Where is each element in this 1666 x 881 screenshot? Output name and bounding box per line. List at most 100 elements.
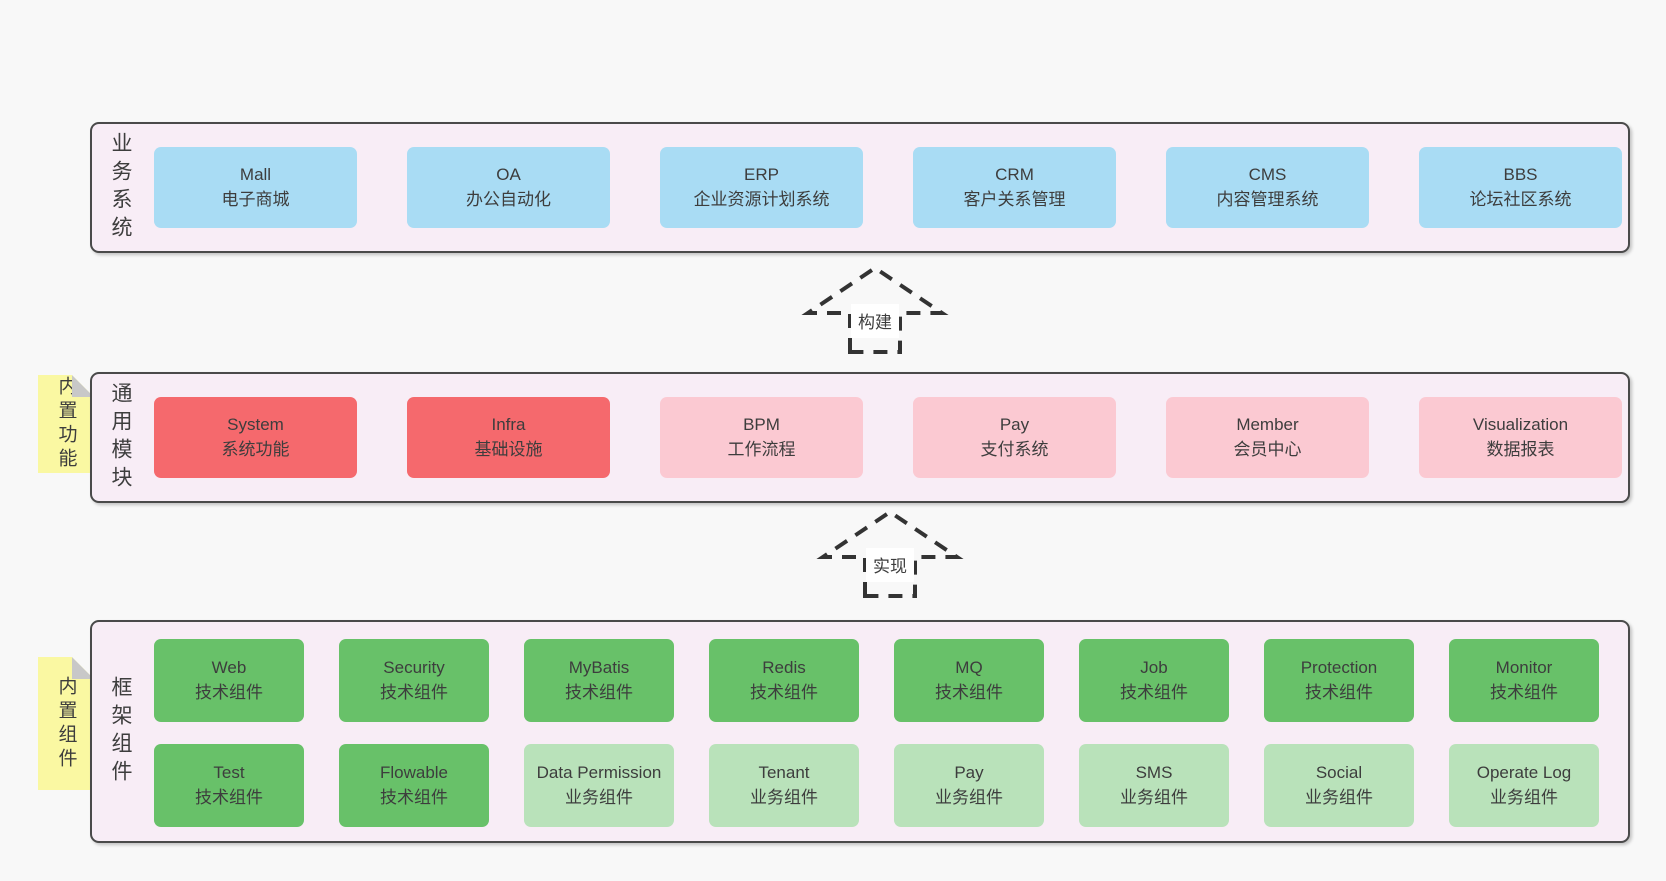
layer-framework-components-label: 框架组件 (109, 675, 132, 788)
node-subtitle: 办公自动化 (466, 189, 551, 209)
node-mall: Mall 电子商城 (154, 147, 357, 228)
layer-business-systems: 业务系统 Mall 电子商城 OA 办公自动化 ERP 企业资源计划系统 CRM… (90, 122, 1630, 253)
node-system: System 系统功能 (154, 397, 357, 478)
node-title: Pay (954, 762, 984, 782)
node-operate-log: Operate Log 业务组件 (1449, 744, 1599, 827)
node-title: Protection (1300, 657, 1378, 677)
framework-components-grid: Web 技术组件 Security 技术组件 MyBatis 技术组件 Redi… (154, 639, 1599, 827)
node-subtitle: 技术组件 (195, 682, 263, 702)
node-test: Test 技术组件 (154, 744, 304, 827)
node-subtitle: 技术组件 (380, 787, 448, 807)
node-title: Visualization (1472, 414, 1569, 434)
node-title: MQ (955, 657, 983, 677)
node-job: Job 技术组件 (1079, 639, 1229, 722)
node-title: OA (496, 164, 521, 184)
node-subtitle: 支付系统 (980, 439, 1049, 459)
node-subtitle: 企业资源计划系统 (693, 189, 830, 209)
sticky-note-built-in-components: 内置组件 (38, 657, 94, 790)
node-subtitle: 技术组件 (1305, 682, 1373, 702)
node-social: Social 业务组件 (1264, 744, 1414, 827)
node-title: Data Permission (536, 762, 662, 782)
dashed-up-arrow-icon: 构建 (801, 265, 949, 354)
node-tenant: Tenant 业务组件 (709, 744, 859, 827)
node-title: Operate Log (1476, 762, 1572, 782)
node-title: CRM (995, 164, 1034, 184)
layer-common-modules-label: 通用模块 (109, 381, 132, 494)
node-subtitle: 业务组件 (1305, 787, 1373, 807)
node-sms: SMS 业务组件 (1079, 744, 1229, 827)
node-subtitle: 业务组件 (750, 787, 818, 807)
node-subtitle: 系统功能 (221, 439, 290, 459)
node-pay-component: Pay 业务组件 (894, 744, 1044, 827)
sticky-note-built-in-functions: 内置功能 (38, 375, 94, 473)
node-title: ERP (744, 164, 779, 184)
node-bbs: BBS 论坛社区系统 (1419, 147, 1622, 228)
node-subtitle: 内容管理系统 (1216, 189, 1319, 209)
node-mq: MQ 技术组件 (894, 639, 1044, 722)
node-title: Monitor (1495, 657, 1553, 677)
sticky-note-text: 内置功能 (55, 376, 77, 472)
node-title: BBS (1503, 164, 1538, 184)
node-title: System (227, 414, 284, 434)
node-crm: CRM 客户关系管理 (913, 147, 1116, 228)
node-subtitle: 技术组件 (1120, 682, 1188, 702)
node-mybatis: MyBatis 技术组件 (524, 639, 674, 722)
node-subtitle: 客户关系管理 (963, 189, 1066, 209)
node-subtitle: 技术组件 (380, 682, 448, 702)
node-bpm: BPM 工作流程 (660, 397, 863, 478)
node-subtitle: 论坛社区系统 (1469, 189, 1572, 209)
node-subtitle: 会员中心 (1233, 439, 1302, 459)
node-protection: Protection 技术组件 (1264, 639, 1414, 722)
node-subtitle: 业务组件 (565, 787, 633, 807)
sticky-note-text: 内置组件 (55, 675, 77, 772)
node-infra: Infra 基础设施 (407, 397, 610, 478)
node-title: Social (1315, 762, 1363, 782)
node-subtitle: 业务组件 (1120, 787, 1188, 807)
node-title: Test (213, 762, 245, 782)
build-arrow-label: 构建 (858, 313, 892, 332)
node-subtitle: 基础设施 (474, 439, 543, 459)
node-oa: OA 办公自动化 (407, 147, 610, 228)
business-systems-row: Mall 电子商城 OA 办公自动化 ERP 企业资源计划系统 CRM 客户关系… (154, 124, 1622, 251)
node-title: MyBatis (568, 657, 630, 677)
implement-arrow: 实现 (815, 506, 965, 598)
node-visualization: Visualization 数据报表 (1419, 397, 1622, 478)
node-title: Web (211, 657, 247, 677)
layer-common-modules: 通用模块 System 系统功能 Infra 基础设施 BPM 工作流程 Pay… (90, 372, 1630, 503)
build-arrow: 构建 (800, 262, 950, 354)
node-title: CMS (1248, 164, 1287, 184)
node-monitor: Monitor 技术组件 (1449, 639, 1599, 722)
node-redis: Redis 技术组件 (709, 639, 859, 722)
node-flowable: Flowable 技术组件 (339, 744, 489, 827)
node-security: Security 技术组件 (339, 639, 489, 722)
node-title: Job (1140, 657, 1168, 677)
node-title: Mall (239, 164, 272, 184)
node-subtitle: 技术组件 (195, 787, 263, 807)
node-title: Pay (999, 414, 1030, 434)
node-subtitle: 技术组件 (1490, 682, 1558, 702)
node-title: Flowable (379, 762, 449, 782)
node-subtitle: 业务组件 (935, 787, 1003, 807)
node-member: Member 会员中心 (1166, 397, 1369, 478)
node-pay-system: Pay 支付系统 (913, 397, 1116, 478)
layer-business-systems-label: 业务系统 (109, 131, 132, 244)
node-subtitle: 电子商城 (221, 189, 290, 209)
node-title: SMS (1135, 762, 1173, 782)
node-data-permission: Data Permission 业务组件 (524, 744, 674, 827)
layer-framework-components: 框架组件 Web 技术组件 Security 技术组件 MyBatis 技术组件… (90, 620, 1630, 843)
node-title: Tenant (758, 762, 810, 782)
common-modules-row: System 系统功能 Infra 基础设施 BPM 工作流程 Pay 支付系统… (154, 374, 1622, 501)
node-erp: ERP 企业资源计划系统 (660, 147, 863, 228)
node-web: Web 技术组件 (154, 639, 304, 722)
node-title: Member (1236, 414, 1299, 434)
node-subtitle: 技术组件 (750, 682, 818, 702)
dashed-up-arrow-icon: 实现 (816, 509, 964, 598)
node-subtitle: 工作流程 (727, 439, 796, 459)
node-title: BPM (743, 414, 780, 434)
node-title: Infra (491, 414, 526, 434)
node-title: Security (383, 657, 445, 677)
node-title: Redis (762, 657, 806, 677)
node-subtitle: 业务组件 (1490, 787, 1558, 807)
node-cms: CMS 内容管理系统 (1166, 147, 1369, 228)
